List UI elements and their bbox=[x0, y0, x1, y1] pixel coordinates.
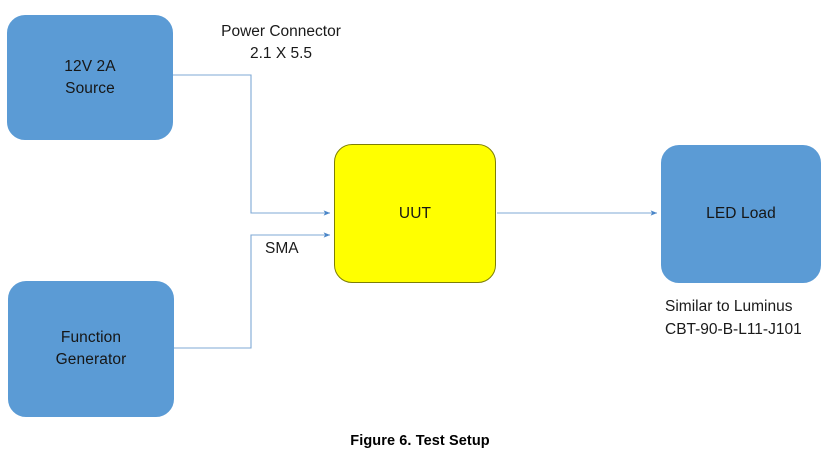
edge-label-power-line-1: Power Connector bbox=[221, 23, 341, 40]
connector-source-to-uut bbox=[173, 74, 331, 216]
figure-caption: Figure 6. Test Setup bbox=[350, 433, 490, 449]
edge-label-power-connector: Power Connector 2.1 X 5.5 bbox=[196, 21, 366, 66]
node-uut-label: UUT bbox=[398, 204, 432, 222]
node-funcgen-line-1: Function bbox=[60, 329, 122, 346]
node-led-load[interactable]: LED Load bbox=[661, 145, 821, 283]
annotation-led-load-line-1: Similar to Luminus bbox=[665, 298, 793, 315]
annotation-led-load-line-2: CBT-90-B-L11-J101 bbox=[665, 320, 802, 338]
edge-label-power-line-2: 2.1 X 5.5 bbox=[249, 45, 313, 63]
edge-label-sma: SMA bbox=[265, 240, 299, 257]
node-12v-2a-source[interactable]: 12V 2A Source bbox=[7, 15, 173, 140]
node-function-generator[interactable]: Function Generator bbox=[8, 281, 174, 417]
annotation-led-load-part: Similar to Luminus CBT-90-B-L11-J101 bbox=[665, 296, 802, 341]
node-funcgen-line-2: Generator bbox=[55, 351, 127, 368]
connector-funcgen-to-uut bbox=[174, 232, 331, 349]
node-source-line-2: Source bbox=[65, 79, 115, 97]
node-ledload-label: LED Load bbox=[706, 205, 776, 222]
node-source-line-1: 12V 2A bbox=[64, 57, 116, 75]
node-uut[interactable]: UUT bbox=[334, 144, 496, 283]
